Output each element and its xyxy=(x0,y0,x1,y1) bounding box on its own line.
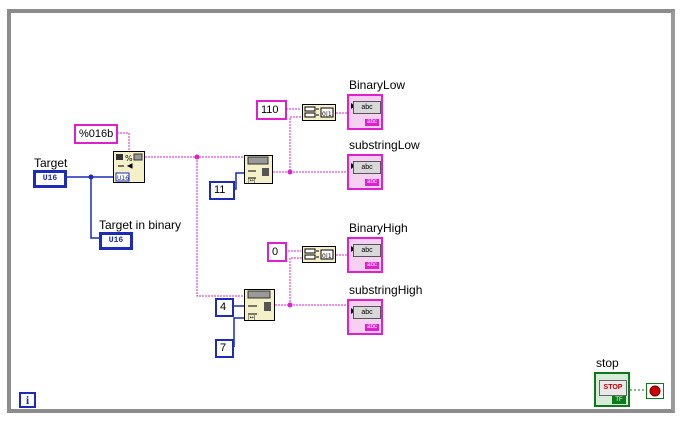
iteration-terminal[interactable]: i xyxy=(19,392,36,408)
high-offset-constant[interactable]: 4 xyxy=(215,298,234,317)
string-subset-high-function[interactable]: |↔| xyxy=(244,289,275,321)
target-binary-wire xyxy=(90,177,100,239)
concatenate-low-function[interactable]: 0|1 xyxy=(302,104,336,121)
target-binary-label: Target in binary xyxy=(99,218,182,232)
binary-low-label: BinaryLow xyxy=(349,78,406,92)
format-function-icon: % U16 xyxy=(115,153,143,182)
substring-low-indicator[interactable]: abc abc xyxy=(347,154,383,190)
svg-text:|↔|: |↔| xyxy=(248,178,256,183)
target-junction xyxy=(88,174,94,180)
low-junction xyxy=(287,169,293,175)
high-binary-constant[interactable]: 0 xyxy=(267,242,287,262)
string-junction xyxy=(194,154,200,160)
string-subset-low-function[interactable]: |↔| xyxy=(244,155,273,184)
target-binary-indicator[interactable]: U16 xyxy=(99,232,133,250)
low-substring-to-compare xyxy=(273,116,303,173)
target-label: Target xyxy=(34,156,68,170)
boolean-tag: TF xyxy=(612,396,626,404)
concatenate-high-function[interactable]: 0|1 xyxy=(302,246,336,263)
substring-low-label: substringLow xyxy=(349,138,420,152)
svg-text:U16: U16 xyxy=(117,175,129,182)
substring-icon: |↔| xyxy=(247,156,269,184)
format-into-string-function[interactable]: % U16 xyxy=(113,151,145,183)
target-control[interactable]: U16 xyxy=(33,170,67,188)
substring-high-label: substringHigh xyxy=(349,283,423,297)
format-string-constant[interactable]: %016b xyxy=(74,124,119,144)
high-length-constant[interactable]: 7 xyxy=(215,339,234,358)
binary-high-label: BinaryHigh xyxy=(349,221,408,235)
format-wire xyxy=(117,132,130,150)
block-diagram-frame xyxy=(7,9,675,413)
svg-text:|↔|: |↔| xyxy=(248,315,256,320)
binary-low-indicator[interactable]: abc abc xyxy=(347,94,383,130)
concatenate-icon: 0|1 xyxy=(304,248,334,260)
svg-text:0|1: 0|1 xyxy=(322,111,332,118)
substring-high-indicator[interactable]: abc abc xyxy=(347,299,383,335)
high-substring-to-compare xyxy=(275,257,303,306)
loop-condition-terminal[interactable] xyxy=(646,383,664,399)
concatenate-icon: 0|1 xyxy=(304,106,334,118)
stop-button[interactable]: STOP TF xyxy=(594,372,630,407)
svg-text:%: % xyxy=(125,154,133,163)
stop-sign-icon xyxy=(649,385,661,397)
binary-high-indicator[interactable]: abc abc xyxy=(347,237,383,273)
substring-icon: |↔| xyxy=(247,290,271,321)
stop-caption: STOP xyxy=(599,380,627,396)
svg-text:0|1: 0|1 xyxy=(322,253,332,260)
low-length-constant[interactable]: 11 xyxy=(209,181,235,200)
branch-high-wire xyxy=(196,157,244,297)
high-junction xyxy=(287,302,293,308)
high-length-wire xyxy=(233,317,244,347)
low-binary-constant[interactable]: 110 xyxy=(256,100,287,120)
stop-label: stop xyxy=(596,356,619,370)
